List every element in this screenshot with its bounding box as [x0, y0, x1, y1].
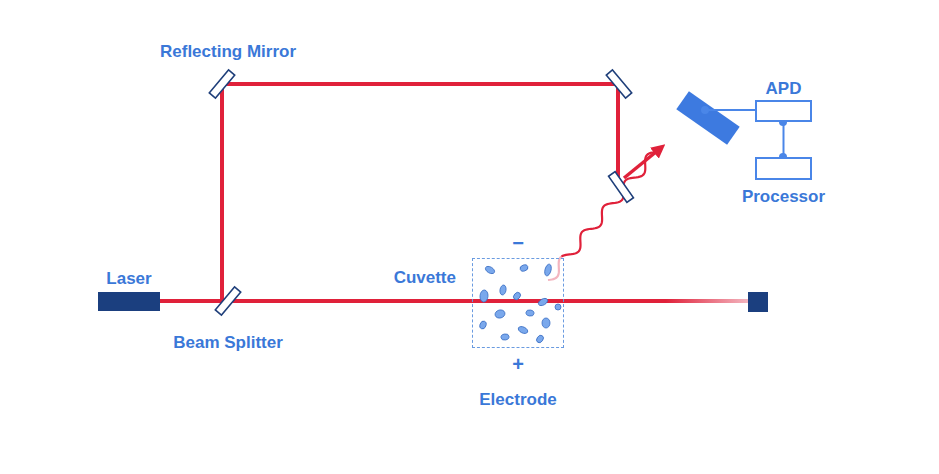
particle: [479, 290, 488, 303]
particle: [501, 333, 510, 340]
mirror: [209, 70, 234, 98]
polarity-sign: +: [512, 352, 524, 376]
particle: [519, 264, 529, 272]
polarity-sign: −: [512, 231, 524, 255]
particle: [484, 265, 496, 275]
beam-splitter: [215, 287, 240, 315]
junction-dot: [701, 106, 709, 114]
particle: [499, 285, 507, 296]
beam-stop: [748, 292, 768, 312]
particle: [512, 291, 522, 301]
particle: [479, 320, 487, 330]
cuvette: Cuvette: [472, 258, 564, 348]
signal-wire: [783, 122, 785, 157]
node-label: APD: [766, 79, 802, 99]
reference-beam: [222, 84, 618, 301]
mirror: [609, 172, 634, 203]
particle: [526, 309, 535, 316]
apd-box: APD: [755, 100, 812, 122]
particle: [535, 334, 545, 344]
node-label: Processor: [742, 187, 825, 207]
processor-box: Processor: [755, 157, 812, 180]
detector-plate: [676, 91, 739, 145]
scattered-light: [548, 152, 656, 280]
laser-source: Laser: [98, 292, 160, 311]
particles: [479, 263, 561, 344]
node-label: Cuvette: [394, 268, 456, 288]
particle: [544, 263, 553, 276]
scattered-light-wave: [561, 152, 656, 257]
laser-beam-fading: [565, 299, 748, 303]
particle: [555, 304, 561, 310]
particle: [537, 297, 549, 307]
particle: [517, 325, 529, 335]
particle: [542, 318, 550, 328]
part-label: Beam Splitter: [173, 333, 283, 353]
part-label: Reflecting Mirror: [160, 42, 296, 62]
part-label: Electrode: [479, 390, 556, 410]
reflected-beam: [624, 147, 662, 178]
particle: [494, 309, 506, 319]
mirror: [606, 70, 631, 98]
wire: [705, 109, 755, 111]
node-label: Laser: [106, 269, 151, 289]
